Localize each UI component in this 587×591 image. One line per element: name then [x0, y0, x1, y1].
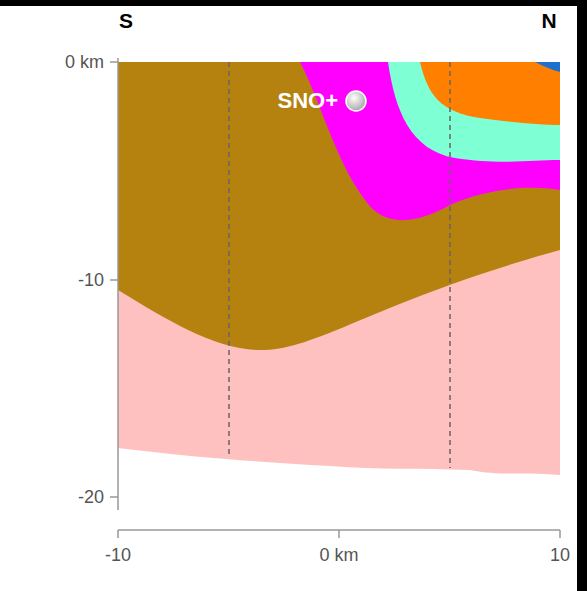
tick [110, 279, 118, 281]
pink-basement [118, 250, 560, 475]
axis-tick-label: 0 km [65, 53, 104, 71]
detector-label: SNO+ [277, 90, 338, 112]
white-ground [0, 6, 577, 591]
y-axis [117, 58, 119, 510]
axis-tick-label: -20 [78, 488, 104, 506]
axis-tick-label: -10 [105, 546, 131, 564]
dashed-line [449, 62, 451, 468]
magenta-unit [300, 62, 560, 220]
direction-label: N [541, 10, 556, 31]
orange-unit [420, 62, 560, 125]
axis-tick-label: -10 [78, 271, 104, 289]
detector-marker [346, 91, 366, 111]
dashed-line [228, 62, 230, 455]
axis-tick-label: 10 [550, 546, 570, 564]
blue-unit [535, 62, 560, 72]
tick [110, 61, 118, 63]
cyan-unit [388, 62, 560, 162]
direction-label: S [119, 10, 133, 31]
tick [338, 530, 340, 538]
tick [110, 496, 118, 498]
axis-tick-label: 0 km [319, 546, 358, 564]
tick [559, 530, 561, 538]
tick [117, 530, 119, 538]
